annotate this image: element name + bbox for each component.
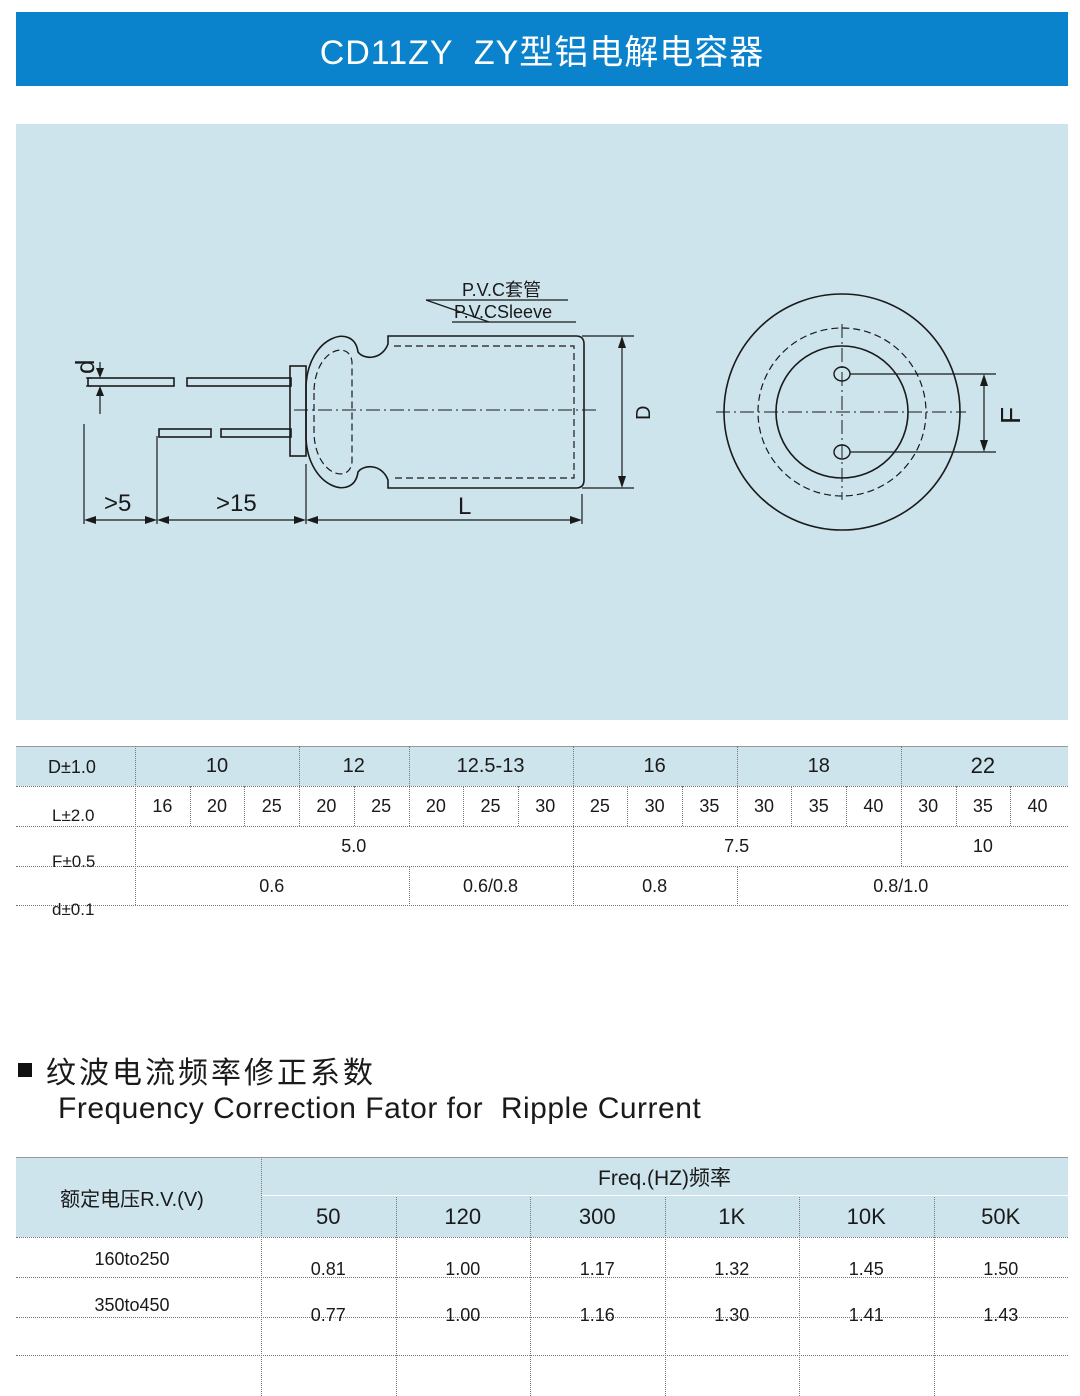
freq-col-header: 50K — [981, 1204, 1021, 1229]
correction-value: 1.17 — [579, 1258, 615, 1279]
D-group-2: 12.5-13 — [456, 754, 525, 777]
frequency-table: 额定电压R.V.(V) Freq.(HZ)频率 50 120 300 1K 10K 50K… — [16, 1157, 1068, 1396]
freq-col-header: 300 — [578, 1204, 616, 1229]
seal-plug — [289, 365, 307, 457]
D-group-4: 18 — [807, 754, 830, 777]
D-group-1: 12 — [342, 754, 365, 777]
freq-col-header: 50 — [316, 1204, 341, 1229]
L-value: 25 — [261, 795, 282, 816]
L-value: 35 — [808, 795, 829, 816]
correction-value: 0.77 — [310, 1304, 346, 1325]
correction-value: 1.30 — [714, 1304, 750, 1325]
correction-value: 0.81 — [310, 1258, 346, 1279]
correction-value: 1.41 — [848, 1304, 884, 1325]
lead-lower-outer — [158, 428, 212, 438]
correction-value: 1.00 — [445, 1304, 481, 1325]
correction-value: 1.00 — [445, 1258, 481, 1279]
lead-upper-outer — [87, 377, 175, 387]
dim-D-label: D — [633, 406, 655, 420]
sleeve-inner-body — [394, 345, 575, 479]
F-value: 5.0 — [341, 835, 367, 856]
freq-col-header: 120 — [444, 1204, 482, 1229]
D-group-3: 16 — [643, 754, 666, 777]
F-value: 7.5 — [724, 835, 750, 856]
L-value: 20 — [316, 795, 337, 816]
D-group-0: 10 — [205, 754, 229, 777]
correction-value: 1.16 — [579, 1304, 615, 1325]
freq-col-header: 1K — [718, 1204, 746, 1229]
L-value: 40 — [863, 795, 884, 816]
label-D: D±1.0 — [48, 757, 96, 777]
freq-header: Freq.(HZ)频率 — [598, 1167, 731, 1190]
pvc-leader — [425, 299, 490, 323]
pvc-label-cn: P.V.C套管 — [462, 280, 541, 300]
rv-row-label: 350to450 — [94, 1294, 170, 1315]
L-value: 25 — [589, 795, 610, 816]
L-value: 30 — [918, 795, 939, 816]
L-value: 20 — [425, 795, 446, 816]
dimension-table: D±1.0 L±2.0 F±0.5 d±0.1 10 12 12.5-13 16 18 2… — [16, 746, 1068, 919]
L-value: 25 — [371, 795, 392, 816]
lead-upper-inner — [186, 377, 292, 387]
ripple-title-cn: 纹波电流频率修正系数 — [46, 1057, 376, 1090]
capacitor-drawing-svg: P.V.C套管 P.V.CSleeve D d — [70, 280, 1026, 531]
dimension-drawing: P.V.C套管 P.V.CSleeve D d — [16, 124, 1068, 720]
D-group-5: 22 — [970, 753, 996, 778]
correction-value: 1.32 — [714, 1258, 750, 1279]
rv-header: 额定电压R.V.(V) — [60, 1188, 204, 1211]
d-value: 0.6/0.8 — [463, 875, 519, 896]
label-L: L±2.0 — [52, 806, 95, 825]
L-value: 20 — [207, 795, 228, 816]
rv-row-label: 160to250 — [94, 1248, 170, 1269]
dim-F-label: F — [995, 407, 1026, 424]
dim-gt15-label: >15 — [216, 490, 257, 517]
d-value: 0.8/1.0 — [873, 875, 929, 896]
lead-lower-inner — [220, 428, 292, 438]
correction-value: 1.50 — [983, 1258, 1019, 1279]
dimension-table-header-bg — [16, 746, 1068, 786]
freq-col-header: 10K — [846, 1204, 886, 1229]
label-F: F±0.5 — [52, 852, 96, 871]
correction-value: 1.43 — [983, 1304, 1019, 1325]
dim-d-label: d — [70, 360, 100, 374]
L-value: 25 — [480, 795, 501, 816]
label-d: d±0.1 — [52, 900, 95, 919]
d-value: 0.6 — [259, 875, 285, 896]
pvc-label-en: P.V.CSleeve — [454, 302, 552, 322]
dim-gt5-label: >5 — [104, 490, 131, 517]
frequency-table-header-bg — [16, 1157, 1068, 1237]
ripple-title-en: Frequency Correction Fator for Ripple Cu… — [58, 1092, 702, 1125]
ripple-section-title: 纹波电流频率修正系数 — [18, 1048, 376, 1092]
L-value: 30 — [644, 795, 665, 816]
L-value: 30 — [535, 795, 556, 816]
F-value: 10 — [972, 835, 993, 856]
capacitor-body — [305, 335, 585, 489]
L-value: 16 — [152, 795, 173, 816]
L-value: 30 — [754, 795, 775, 816]
L-value: 35 — [699, 795, 720, 816]
correction-value: 1.45 — [848, 1258, 884, 1279]
square-bullet-icon — [18, 1063, 32, 1077]
dim-L-label: L — [458, 493, 471, 520]
sleeve-inner-left — [313, 349, 353, 475]
page-title: CD11ZY ZY型铝电解电容器 — [16, 12, 1068, 86]
L-value: 40 — [1027, 795, 1048, 816]
d-value: 0.8 — [642, 875, 668, 896]
L-value: 35 — [972, 795, 993, 816]
